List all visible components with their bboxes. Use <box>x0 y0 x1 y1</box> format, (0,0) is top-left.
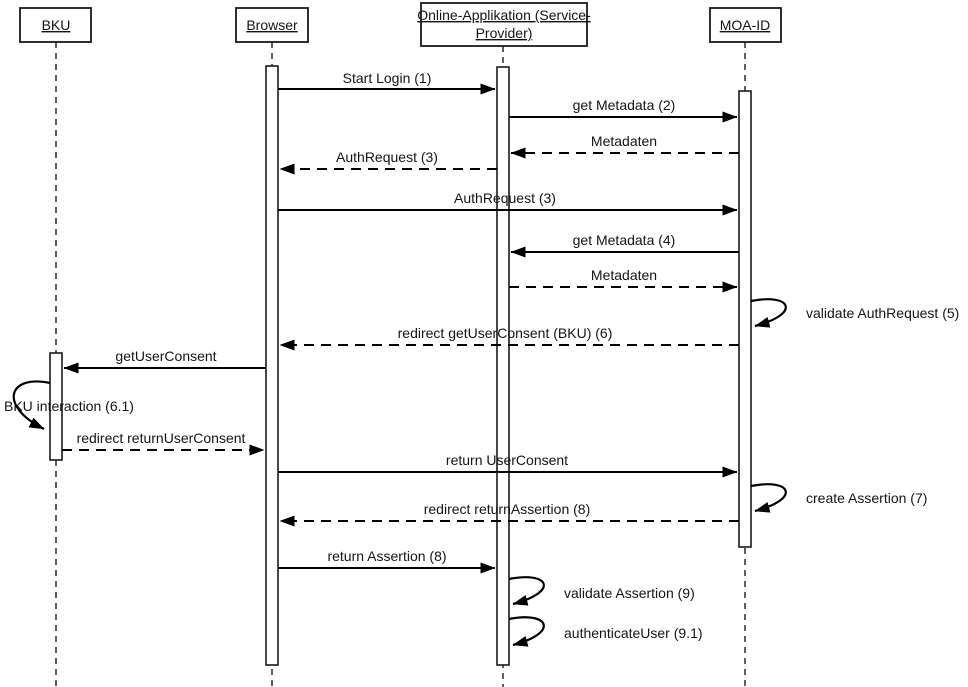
actor-moa-id: MOA-ID <box>709 7 782 43</box>
label-get-metadata-4: get Metadata (4) <box>573 232 676 248</box>
actor-label-moa-id: MOA-ID <box>720 17 771 33</box>
label-return-userconsent: return UserConsent <box>446 452 568 468</box>
label-authrequest-forward: AuthRequest (3) <box>454 190 556 206</box>
loop-validate-assertion <box>508 576 545 606</box>
label-redirect-returnuserconsent: redirect returnUserConsent <box>77 430 246 446</box>
actor-box-bku <box>19 7 92 43</box>
label-getuserconsent: getUserConsent <box>115 348 216 364</box>
loop-validate-authrequest <box>750 298 787 328</box>
label-metadaten-response-4: Metadaten <box>591 267 657 283</box>
label-validate-assertion: validate Assertion (9) <box>564 585 695 601</box>
actor-label-service-provider-line1: Online-Applikation (Service- <box>417 7 591 23</box>
label-authenticateuser: authenticateUser (9.1) <box>564 625 703 641</box>
label-redirect-returnassertion: redirect returnAssertion (8) <box>424 501 591 517</box>
label-create-assertion: create Assertion (7) <box>806 490 927 506</box>
label-get-metadata-2: get Metadata (2) <box>573 97 676 113</box>
activation-bar-service-provider <box>496 66 510 666</box>
actor-box-service-provider <box>420 2 588 47</box>
label-return-assertion: return Assertion (8) <box>327 548 446 564</box>
label-validate-authrequest: validate AuthRequest (5) <box>806 305 959 321</box>
actor-box-moa-id <box>709 7 782 43</box>
actor-label-browser: Browser <box>246 17 298 33</box>
loop-bku-interaction <box>12 380 51 430</box>
activation-bar-browser <box>265 65 279 666</box>
loop-create-assertion <box>750 483 787 513</box>
loop-authenticateuser <box>508 616 545 647</box>
label-metadaten-response-2: Metadaten <box>591 133 657 149</box>
label-start-login: Start Login (1) <box>343 70 432 86</box>
actor-label-service-provider-line2: Provider) <box>476 25 533 41</box>
actor-label-bku: BKU <box>42 17 71 33</box>
actor-service-provider: Online-Applikation (Service- Provider) <box>417 2 591 47</box>
actor-bku: BKU <box>19 7 92 43</box>
actor-box-browser <box>235 7 309 43</box>
label-bku-interaction: BKU interaction (6.1) <box>4 398 134 414</box>
activation-bar-moa-id <box>738 90 752 548</box>
actor-browser: Browser <box>235 7 309 43</box>
activation-bar-bku <box>49 352 63 461</box>
label-authrequest-redirect: AuthRequest (3) <box>336 149 438 165</box>
label-redirect-getuserconsent: redirect getUserConsent (BKU) (6) <box>398 325 613 341</box>
